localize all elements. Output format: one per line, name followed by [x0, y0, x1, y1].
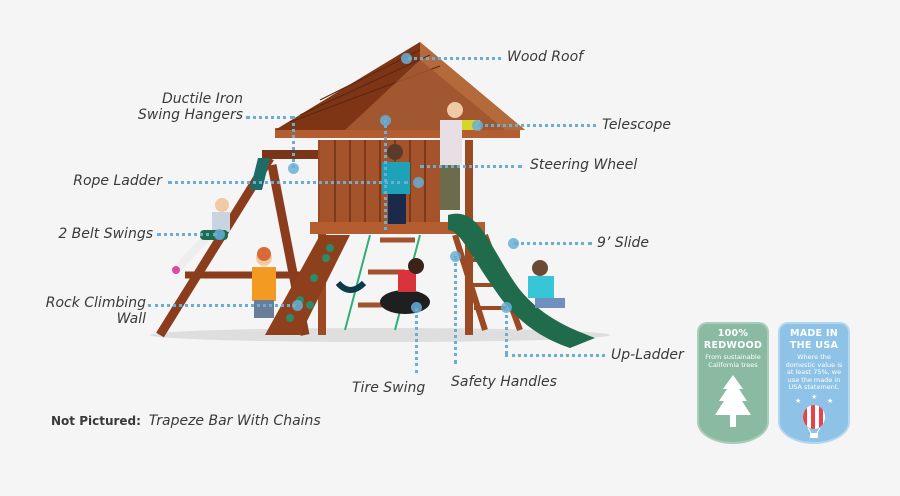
label-belt-swings: 2 Belt Swings: [58, 226, 153, 242]
callout-line-steering-wheel: [420, 165, 522, 168]
pine-tree-icon: [715, 375, 751, 427]
not-pictured-prefix: Not Pictured:: [51, 414, 141, 428]
callout-node-slide: [508, 238, 519, 249]
callout-node-tower: [380, 115, 391, 126]
label-up-ladder: Up-Ladder: [611, 347, 684, 363]
label-steering-wheel: Steering Wheel: [530, 157, 638, 173]
badge-made-in-usa: MADE IN THE USA Where the domestic value…: [778, 322, 850, 444]
badge-text: Where the domestic value is at least 75%…: [785, 353, 843, 391]
label-ductile-iron-swing-hangers: Ductile Iron Swing Hangers: [130, 91, 243, 123]
callout-node-tire-swing: [411, 302, 422, 313]
svg-text:★: ★: [811, 393, 817, 401]
badge-title-line1: 100%: [717, 328, 749, 339]
label-safety-handles: Safety Handles: [451, 374, 557, 390]
label-rope-ladder: Rope Ladder: [73, 173, 162, 189]
label-line-2: Swing Hangers: [138, 107, 243, 123]
callout-vline-safety-handles: [454, 256, 457, 364]
callout-node-safety-handles: [450, 251, 461, 262]
callout-line-up-ladder: [505, 354, 605, 357]
callout-node-wood-roof: [401, 53, 412, 64]
callout-vline-tower: [384, 120, 387, 230]
hot-air-balloon-icon: ★ ★ ★: [795, 393, 833, 438]
label-wood-roof: Wood Roof: [507, 49, 584, 65]
callout-line-rope-ladder: [168, 181, 408, 184]
callout-line-rock-wall: [148, 304, 296, 307]
badge-text: From sustainable California trees: [705, 353, 761, 369]
callout-vline-tire-swing: [415, 308, 418, 373]
svg-text:★: ★: [795, 397, 801, 405]
badge-redwood: 100% REDWOOD From sustainable California…: [697, 322, 769, 444]
callout-line-telescope: [478, 124, 596, 127]
callout-line-swing-hangers: [246, 116, 294, 119]
callout-node-belt-swings: [214, 229, 225, 240]
callout-node-telescope: [472, 120, 483, 131]
callout-line-belt-swings: [157, 233, 217, 236]
callout-line-wood-roof: [408, 57, 501, 60]
callout-node-rock-wall: [292, 300, 303, 311]
label-line-1: Ductile Iron: [161, 91, 243, 107]
callout-vline-swing-hangers: [292, 116, 295, 168]
callout-node-swing-hangers: [288, 163, 299, 174]
label-tire-swing: Tire Swing: [352, 380, 426, 396]
label-line-2: Wall: [116, 311, 146, 327]
badge-title-line2: THE USA: [789, 340, 839, 351]
badge-title-line1: MADE IN: [789, 328, 839, 339]
callout-node-up-ladder: [501, 302, 512, 313]
label-line-1: Rock Climbing: [45, 295, 146, 311]
label-slide: 9’ Slide: [597, 235, 649, 251]
not-pictured-item: Trapeze Bar With Chains: [148, 413, 321, 429]
callout-vline-up-ladder: [505, 308, 508, 354]
callout-node-rope-ladder: [413, 177, 424, 188]
badge-title-line2: REDWOOD: [703, 340, 763, 351]
label-rock-climbing-wall: Rock Climbing Wall: [40, 295, 146, 327]
not-pictured-note: Not Pictured: Trapeze Bar With Chains: [51, 413, 321, 429]
callout-line-slide: [514, 242, 592, 245]
svg-text:★: ★: [827, 397, 833, 405]
label-telescope: Telescope: [602, 117, 671, 133]
